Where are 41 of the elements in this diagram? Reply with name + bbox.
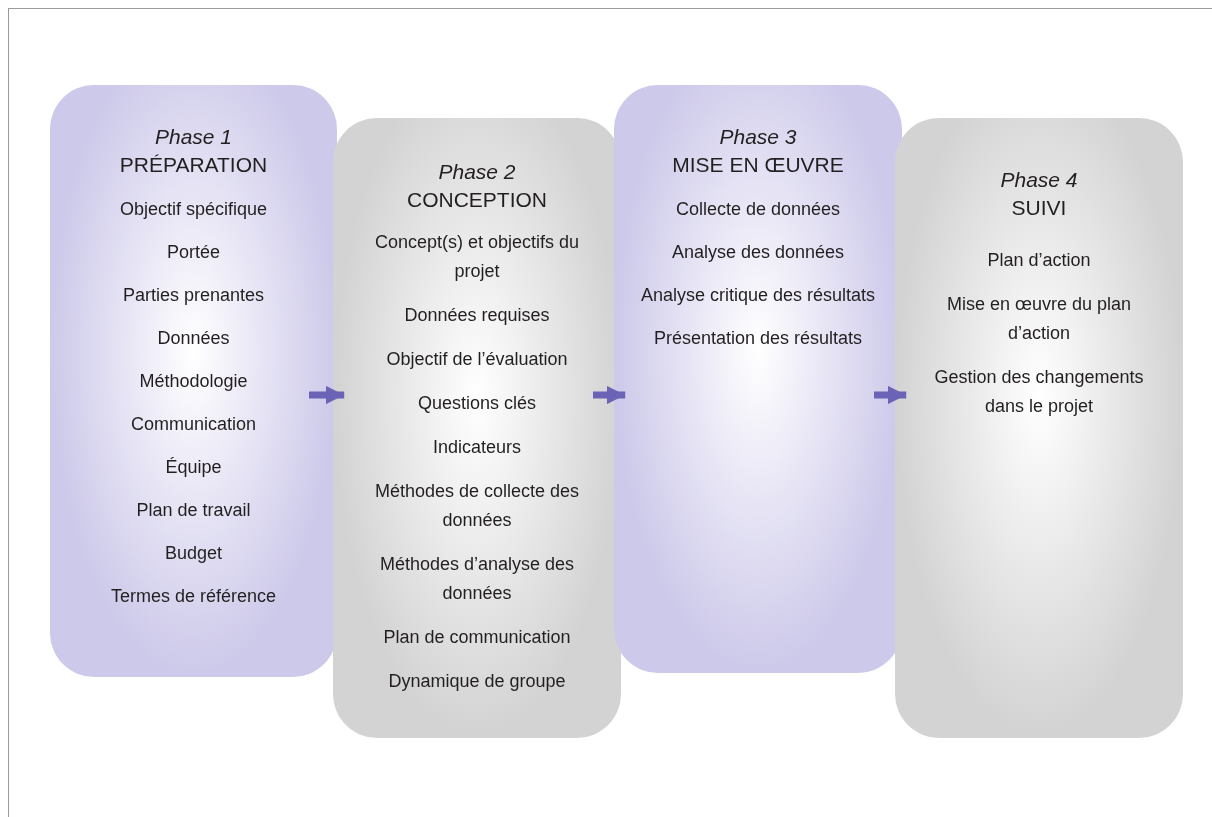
phase-box [333,118,621,738]
task-item: Données [157,327,230,350]
task-item: Collecte de données [675,198,841,221]
task-item: Méthodes de collecte des données [373,480,581,532]
task-item: Portée [166,241,220,264]
task-item: Plan de communication [383,626,571,649]
task-item: Données requises [404,304,550,327]
phase-box [614,85,902,673]
phase-title: PRÉPARATION [119,152,268,178]
phase-title: MISE EN ŒUVRE [672,152,844,178]
task-item: Présentation des résultats [653,327,863,350]
arrow [874,385,907,405]
phase-box [50,85,337,677]
phase-title: SUIVI [1011,195,1067,221]
phase-number: Phase 2 [438,159,516,185]
task-item: Objectif de l’évaluation [386,348,568,371]
task-item: Analyse des données [671,241,845,264]
phase-number: Phase 4 [1000,167,1078,193]
phase-number: Phase 3 [719,124,797,150]
task-item: Budget [164,542,223,565]
task-item: Objectif spécifique [119,198,268,221]
phase-number: Phase 1 [154,124,232,150]
task-item: Plan d’action [987,249,1091,272]
task-item: Équipe [165,456,222,479]
task-item: Gestion des changements dans le projet [933,366,1145,418]
task-item: Dynamique de groupe [388,670,566,693]
task-item: Questions clés [417,392,537,415]
task-item: Communication [130,413,257,436]
phase-title: CONCEPTION [407,187,547,213]
task-item: Concept(s) et objectifs du projet [373,231,581,283]
arrow [309,385,345,405]
task-item: Indicateurs [432,436,522,459]
task-item: Méthodologie [139,370,248,393]
task-item: Mise en œuvre du plan d’action [945,293,1133,345]
task-item: Analyse critique des résultats [640,284,876,307]
task-item: Méthodes d’analyse des données [378,553,576,605]
task-item: Parties prenantes [122,284,265,307]
task-item: Termes de référence [110,585,277,608]
phase-box [895,118,1183,738]
arrow [593,385,626,405]
task-item: Plan de travail [136,499,251,522]
